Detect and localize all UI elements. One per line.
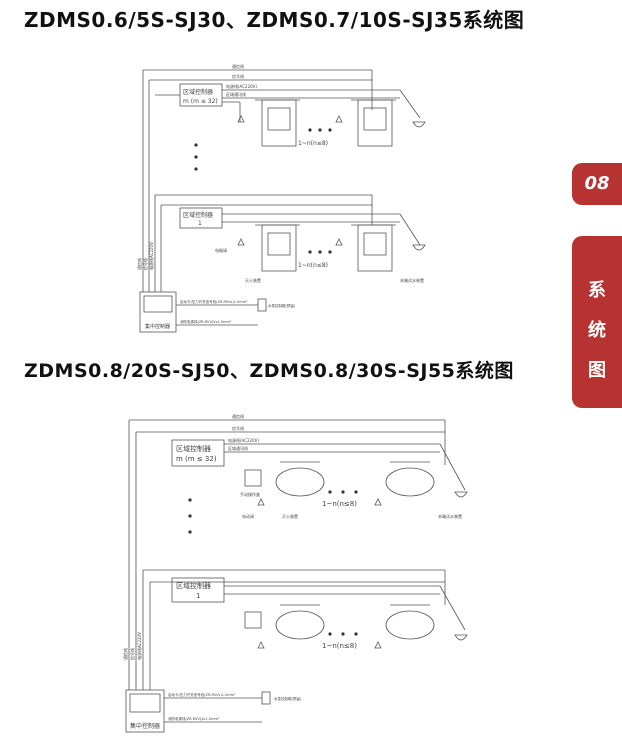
extinguishing-unit-3b	[385, 467, 435, 497]
bottom-line-label: 启动卡/压力开关信号线(ZR-RVVs)1.5mm²	[180, 299, 248, 304]
vertical-line-label: 信号线	[142, 258, 148, 270]
unit-count-label-2: 1~n(n≤8)	[322, 500, 357, 508]
diagram-title-top: ZDMS0.6/5S-SJ30、ZDMS0.7/10S-SJ35系统图	[24, 8, 525, 32]
extinguishing-unit-1b	[357, 99, 393, 147]
vertical-line-label: 电源线AC220V	[136, 632, 142, 660]
unit-count-label: 1~n(n≤8)	[298, 262, 328, 269]
device-label: 末端试水装置	[438, 513, 462, 519]
vertical-line-label: 通信线	[136, 258, 142, 270]
device-label: 灭火装置	[282, 513, 298, 519]
device-label: 电磁阀	[215, 247, 227, 253]
bottom-line-label: 消防电源线(ZR-RVV)2x1.5mm²	[180, 319, 232, 324]
vertical-line-label: 电源线AC220V	[148, 242, 154, 270]
device-label: 末端试水装置	[400, 277, 424, 283]
diagram-1	[139, 69, 426, 333]
line-label: 信号线	[232, 73, 244, 79]
line-label: 通信线	[232, 413, 244, 419]
section-tab[interactable]: 系 统 图	[572, 236, 622, 408]
bottom-line-label: 启动卡/压力开关信号线(ZR-RVVs)1.5mm²	[168, 692, 236, 697]
zone-controller-1-label: 区域控制器	[183, 211, 213, 219]
bottom-line-label: 消防电源线(ZR-RVV)2x1.5mm²	[168, 716, 220, 721]
manual-operation-box	[244, 469, 262, 487]
zone-controller-m-box-2	[171, 439, 225, 467]
line-label: 电源线(AC220V)	[226, 83, 257, 89]
bottom-line-label: 水泵控制箱(预留)	[268, 303, 296, 308]
end-test-valve	[412, 121, 426, 128]
device-label: 电动阀	[242, 513, 254, 519]
zone-controller-m-sub-2: m (m ≤ 32)	[176, 455, 217, 463]
zone-controller-1-label-2: 区域控制器	[176, 581, 211, 590]
zone-controller-m-label: 区域控制器	[183, 88, 213, 96]
device-label: 灭火装置	[245, 277, 261, 283]
line-label: 区域通讯线	[228, 445, 248, 451]
zone-controller-1-sub-2: 1	[196, 592, 200, 600]
zone-controller-m-sub: m (m ≤ 32)	[183, 98, 218, 105]
zone-controller-m-box	[179, 83, 223, 107]
line-label: 通信线	[232, 63, 244, 69]
section-tab-char-3: 图	[588, 360, 606, 381]
diagram-title-bottom: ZDMS0.8/20S-SJ50、ZDMS0.8/30S-SJ55系统图	[24, 360, 514, 382]
extinguishing-unit-2b	[357, 224, 393, 272]
line-label: 信号线	[232, 425, 244, 431]
extinguishing-unit-2a	[261, 224, 297, 272]
central-controller-box-2	[125, 689, 165, 733]
device-label: 手动操作盒	[240, 491, 260, 497]
extinguishing-unit-4a	[275, 610, 325, 640]
zone-controller-1-box-2	[171, 577, 225, 603]
section-tab-char-1: 系	[588, 280, 606, 301]
vertical-line-label: 通信线	[122, 648, 128, 660]
central-controller-screen	[143, 295, 173, 313]
unit-count-label-2: 1~n(n≤8)	[322, 642, 357, 650]
page-number-tab[interactable]: 08	[572, 163, 622, 205]
central-controller-label: 集中控制器	[145, 323, 170, 330]
diagram-2	[125, 419, 468, 733]
zone-controller-m-label-2: 区域控制器	[176, 444, 211, 453]
central-controller-label-2: 集中控制器	[130, 722, 160, 730]
line-label: 电源线(AC220V)	[228, 437, 259, 443]
zone-controller-1-box	[179, 207, 223, 229]
line-label: 区域通讯线	[226, 91, 246, 97]
bottom-line-label: 水泵控制箱(预留)	[274, 696, 302, 701]
central-controller-box	[139, 291, 177, 333]
extinguishing-unit-4b	[385, 610, 435, 640]
zone-controller-1-sub: 1	[198, 220, 202, 227]
unit-panel	[267, 107, 291, 131]
unit-count-label: 1~n(n≤8)	[298, 140, 328, 147]
vertical-line-label: 信号线	[129, 648, 135, 660]
pump-control-box	[257, 298, 267, 312]
section-tab-char-2: 统	[588, 320, 606, 341]
extinguishing-unit-3a	[275, 467, 325, 497]
extinguishing-unit-1a	[261, 99, 297, 147]
